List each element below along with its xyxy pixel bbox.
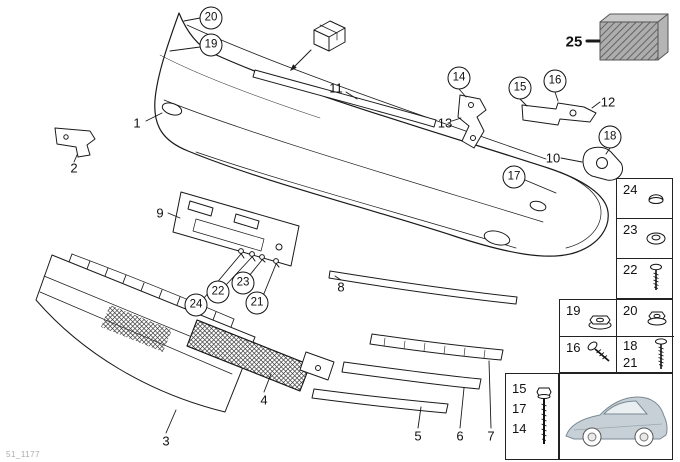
- leader-lines: [73, 17, 611, 434]
- legend-box-bolts[interactable]: 15 17 14: [505, 373, 559, 460]
- callout-2[interactable]: 2: [70, 160, 78, 176]
- legend-ref-17: 17: [512, 401, 527, 416]
- legend-item-24[interactable]: 24: [617, 179, 672, 219]
- mount-screws: [238, 248, 280, 268]
- legend-ref-14: 14: [512, 421, 527, 436]
- vehicle-thumbnail-box: [559, 373, 673, 460]
- legend-ref-18: 18: [623, 338, 638, 353]
- callout-balloon-17[interactable]: 17: [502, 165, 526, 189]
- callout-11[interactable]: 11: [329, 80, 343, 96]
- callout-balloon-15[interactable]: 15: [508, 76, 532, 100]
- callout-4[interactable]: 4: [260, 392, 268, 408]
- legend-ref-22: 22: [623, 262, 638, 277]
- legend-item-20[interactable]: 20: [617, 300, 674, 337]
- callout-9[interactable]: 9: [156, 205, 164, 221]
- legend-ref-15: 15: [512, 381, 527, 396]
- diagram-code: 51_1177: [6, 450, 41, 459]
- flange-nut-icon: [646, 309, 668, 332]
- callout-1[interactable]: 1: [133, 115, 141, 131]
- callout-6[interactable]: 6: [456, 428, 464, 444]
- callout-3[interactable]: 3: [162, 433, 170, 449]
- legend-item-18-21[interactable]: 18 21: [617, 337, 674, 373]
- callout-balloon-21[interactable]: 21: [245, 291, 269, 315]
- washer-jet-part-12: [521, 102, 597, 126]
- bracket-part-13: [457, 94, 487, 149]
- legend-box-covers: 24 23 22: [616, 178, 673, 299]
- callout-8[interactable]: 8: [337, 279, 345, 295]
- grille-insert-part-4: [186, 319, 335, 392]
- license-plate-base-part-9: [172, 191, 300, 267]
- bumper-cover-part: [154, 12, 609, 257]
- legend-item-22[interactable]: 22: [617, 259, 672, 298]
- legend-ref-19: 19: [566, 303, 581, 318]
- legend-ref-20: 20: [623, 303, 638, 318]
- legend-item-23[interactable]: 23: [617, 219, 672, 259]
- legend-item-16[interactable]: 16: [560, 337, 616, 373]
- clip-detail: [290, 20, 346, 71]
- callout-10[interactable]: 10: [545, 150, 561, 166]
- diagonal-screw-icon: [586, 340, 614, 371]
- legend-box-nuts: 19 16 20 18 21: [559, 299, 674, 373]
- callout-balloon-23[interactable]: 23: [231, 271, 255, 295]
- legend-ref-24: 24: [623, 182, 638, 197]
- pump-part-10: [582, 146, 623, 181]
- hex-bolt-icon: [536, 386, 552, 453]
- slat-part-6: [341, 361, 482, 390]
- long-screw-icon: [654, 338, 668, 377]
- callout-balloon-16[interactable]: 16: [543, 69, 567, 93]
- grommet-icon: [645, 231, 667, 251]
- screw-icon: [649, 263, 663, 298]
- callout-balloon-20[interactable]: 20: [199, 6, 223, 30]
- foam-block-part-25: [585, 13, 669, 61]
- car-side-view-thumbnail: [565, 396, 668, 447]
- bracket-part-2: [54, 127, 96, 158]
- molding-strip-part-8: [328, 270, 518, 305]
- legend-ref-16: 16: [566, 340, 581, 355]
- callout-25-highlighted[interactable]: 25: [565, 33, 583, 51]
- callout-balloon-18[interactable]: 18: [598, 125, 622, 149]
- callout-13[interactable]: 13: [437, 115, 453, 131]
- callout-balloon-14[interactable]: 14: [447, 66, 471, 90]
- legend-item-19[interactable]: 19: [560, 300, 616, 337]
- callout-balloon-24[interactable]: 24: [184, 293, 208, 317]
- callout-12[interactable]: 12: [600, 94, 616, 110]
- slat-part-7: [369, 333, 504, 361]
- slat-part-5: [311, 388, 449, 414]
- hex-nut-icon: [588, 311, 612, 335]
- callout-balloon-19[interactable]: 19: [199, 33, 223, 57]
- callout-5[interactable]: 5: [414, 428, 422, 444]
- legend-ref-21: 21: [623, 355, 638, 370]
- trim-strip-part-11: [252, 69, 437, 128]
- callout-7[interactable]: 7: [487, 428, 495, 444]
- cap-nut-icon: [645, 190, 667, 212]
- legend-ref-23: 23: [623, 222, 638, 237]
- callout-balloon-22[interactable]: 22: [206, 280, 230, 304]
